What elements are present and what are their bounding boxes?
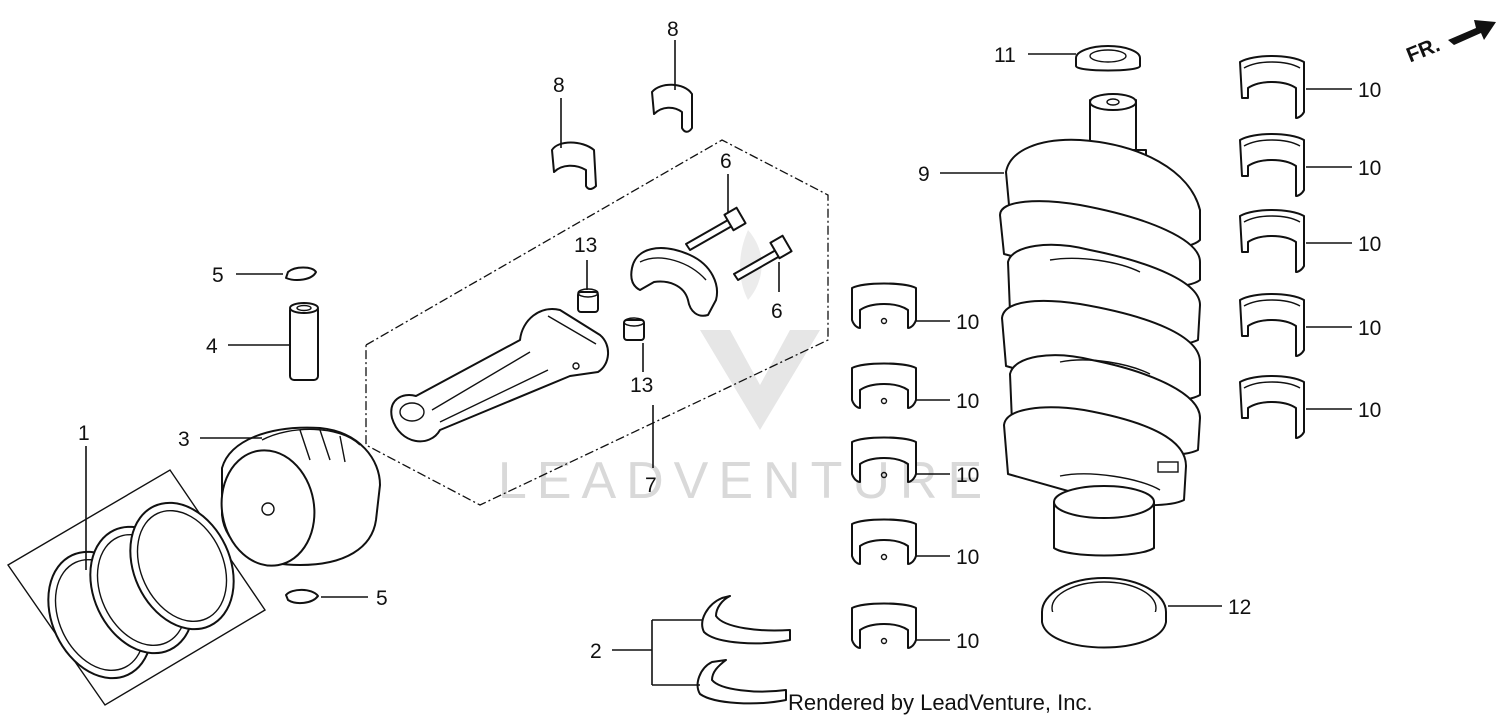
oil-seal-lower bbox=[1041, 577, 1167, 649]
main-bearing-left-1 bbox=[851, 282, 917, 329]
rod-bearing-left bbox=[551, 141, 597, 190]
dowel-sleeve-lower bbox=[623, 317, 645, 341]
credit-text: Rendered by LeadVenture, Inc. bbox=[788, 690, 1093, 715]
main-bearing-left-5 bbox=[851, 602, 917, 649]
callout-9: 9 bbox=[918, 163, 930, 186]
direction-mark: FR. bbox=[1403, 20, 1496, 67]
callout-10-left-2: 10 bbox=[956, 390, 979, 413]
main-bearing-right-3 bbox=[1239, 209, 1305, 273]
main-bearing-left-4 bbox=[851, 518, 917, 565]
callout-8b: 8 bbox=[667, 18, 679, 41]
connecting-rod-bolt-lower bbox=[733, 234, 793, 281]
thrust-washer-lower bbox=[696, 659, 787, 705]
piston bbox=[220, 426, 381, 567]
callout-10-right-1: 10 bbox=[1358, 79, 1381, 102]
piston-pin bbox=[289, 302, 319, 381]
connecting-rod-bolt-upper bbox=[685, 206, 747, 251]
connecting-rod-cap bbox=[630, 247, 718, 317]
watermark-logo-icon bbox=[700, 330, 820, 430]
callout-10-left-5: 10 bbox=[956, 630, 979, 653]
callout-5b: 5 bbox=[376, 587, 388, 610]
callout-13b: 13 bbox=[630, 374, 653, 397]
callout-7: 7 bbox=[645, 474, 657, 497]
pin-clip-upper bbox=[285, 266, 317, 281]
main-bearing-left-2 bbox=[851, 362, 917, 409]
main-bearing-right-2 bbox=[1239, 133, 1305, 197]
callout-10-right-4: 10 bbox=[1358, 317, 1381, 340]
callout-1: 1 bbox=[78, 422, 90, 445]
callout-4: 4 bbox=[206, 335, 218, 358]
callout-6b: 6 bbox=[771, 300, 783, 323]
callout-10-right-5: 10 bbox=[1358, 399, 1381, 422]
dowel-sleeve-upper bbox=[577, 288, 599, 313]
callout-10-right-2: 10 bbox=[1358, 157, 1381, 180]
rod-bearing-right bbox=[651, 83, 693, 133]
main-bearing-right-4 bbox=[1239, 293, 1305, 357]
main-bearing-right-5 bbox=[1239, 375, 1305, 439]
main-bearing-right-1 bbox=[1239, 55, 1305, 119]
connecting-rod-assembly-box bbox=[365, 139, 829, 506]
callout-13a: 13 bbox=[574, 234, 597, 257]
pin-clip-lower bbox=[285, 588, 319, 605]
crankshaft bbox=[999, 93, 1201, 557]
connecting-rod bbox=[390, 308, 609, 443]
callout-10-left-3: 10 bbox=[956, 464, 979, 487]
callout-11: 11 bbox=[994, 44, 1016, 67]
callout-6a: 6 bbox=[720, 150, 732, 173]
front-arrow-icon bbox=[1448, 20, 1496, 45]
callout-5a: 5 bbox=[212, 264, 224, 287]
callout-3: 3 bbox=[178, 428, 190, 451]
callout-10-left-4: 10 bbox=[956, 546, 979, 569]
callout-2: 2 bbox=[590, 640, 602, 663]
callout-8a: 8 bbox=[553, 74, 565, 97]
callout-10-right-3: 10 bbox=[1358, 233, 1381, 256]
oil-seal-upper bbox=[1075, 45, 1141, 72]
direction-mark-text: FR. bbox=[1403, 33, 1443, 67]
thrust-washer-upper bbox=[701, 595, 791, 645]
piston-ring-set bbox=[6, 469, 266, 706]
callout-12: 12 bbox=[1228, 596, 1251, 619]
callout-10-left-1: 10 bbox=[956, 311, 979, 334]
